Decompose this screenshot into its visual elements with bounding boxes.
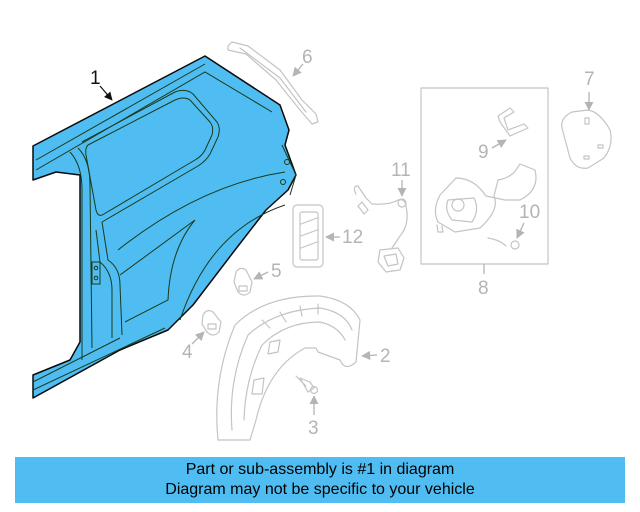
callout-11[interactable]: 11 [391,160,411,197]
clip-part-4[interactable] [201,309,222,336]
air-vent-part-12[interactable] [292,204,324,268]
callout-12[interactable]: 12 [325,227,363,248]
fuel-pocket-assembly-part-8[interactable] [420,87,549,265]
svg-text:5: 5 [271,261,282,282]
svg-text:11: 11 [391,160,411,181]
svg-text:10: 10 [519,202,540,223]
svg-text:6: 6 [302,47,313,68]
callout-8[interactable]: 8 [478,264,489,299]
callout-2[interactable]: 2 [361,346,391,367]
callout-9[interactable]: 9 [478,139,507,163]
parts-diagram: 1 2 3 4 5 6 7 8 9 10 11 12 [32,41,612,441]
callout-1[interactable]: 1 [90,68,113,101]
fuel-door-part-7[interactable] [561,109,612,169]
wheel-house-liner-part-2[interactable] [216,295,361,441]
svg-text:12: 12 [342,227,363,248]
quarter-panel-part-1[interactable] [32,55,297,399]
reinforcement-part-6[interactable] [227,41,319,125]
callout-6[interactable]: 6 [292,47,313,77]
svg-text:2: 2 [380,346,391,367]
callout-5[interactable]: 5 [253,261,282,282]
callout-7[interactable]: 7 [584,69,595,111]
callout-4[interactable]: 4 [182,331,205,363]
screw-part-3[interactable] [295,375,319,395]
clip-part-5[interactable] [233,267,253,296]
svg-text:9: 9 [478,142,489,163]
svg-text:7: 7 [584,69,595,90]
svg-text:3: 3 [308,418,319,439]
banner-line-part-number: Part or sub-assembly is #1 in diagram [185,461,455,478]
callout-10[interactable]: 10 [516,202,540,239]
svg-text:1: 1 [90,68,101,89]
svg-text:8: 8 [478,278,489,299]
info-banner: Part or sub-assembly is #1 in diagram Di… [15,457,625,503]
release-cable-part-11[interactable] [353,185,408,273]
banner-line-disclaimer: Diagram may not be specific to your vehi… [165,481,475,498]
callout-3[interactable]: 3 [308,395,319,439]
svg-text:4: 4 [182,342,193,363]
